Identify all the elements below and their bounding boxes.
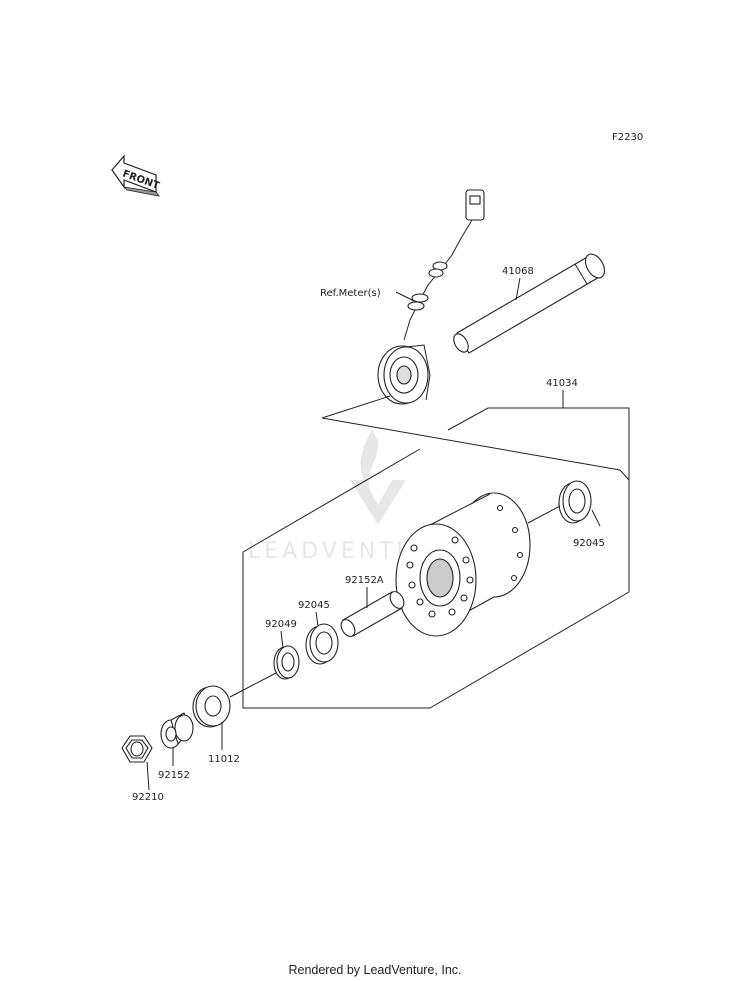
label-bearing-right: 92045 (573, 538, 605, 549)
label-collar: 11012 (208, 754, 240, 765)
footer-credit: Rendered by LeadVenture, Inc. (288, 963, 462, 977)
spacer-short-icon (160, 712, 194, 749)
bearing-left-icon (305, 623, 339, 665)
label-axle: 41068 (502, 266, 534, 277)
label-oil-seal: 92049 (265, 619, 297, 630)
label-bearing-left: 92045 (298, 600, 330, 611)
speed-sensor-icon (377, 189, 485, 405)
wheel-hub-icon (395, 492, 531, 637)
front-arrow-icon: FRONT (111, 154, 161, 197)
label-spacer-long: 92152A (345, 575, 384, 586)
oil-seal-icon (273, 645, 300, 680)
axle-nut-icon (121, 735, 153, 763)
collar-icon (192, 685, 231, 728)
spacer-long-icon (340, 591, 405, 637)
diagram-code: F2230 (612, 132, 643, 143)
label-hub-assembly: 41034 (546, 378, 578, 389)
label-axle-nut: 92210 (132, 792, 164, 803)
label-spacer-short: 92152 (158, 770, 190, 781)
bearing-right-icon (558, 480, 592, 524)
label-ref-meter: Ref.Meter(s) (320, 288, 381, 299)
axle-icon (453, 253, 606, 354)
